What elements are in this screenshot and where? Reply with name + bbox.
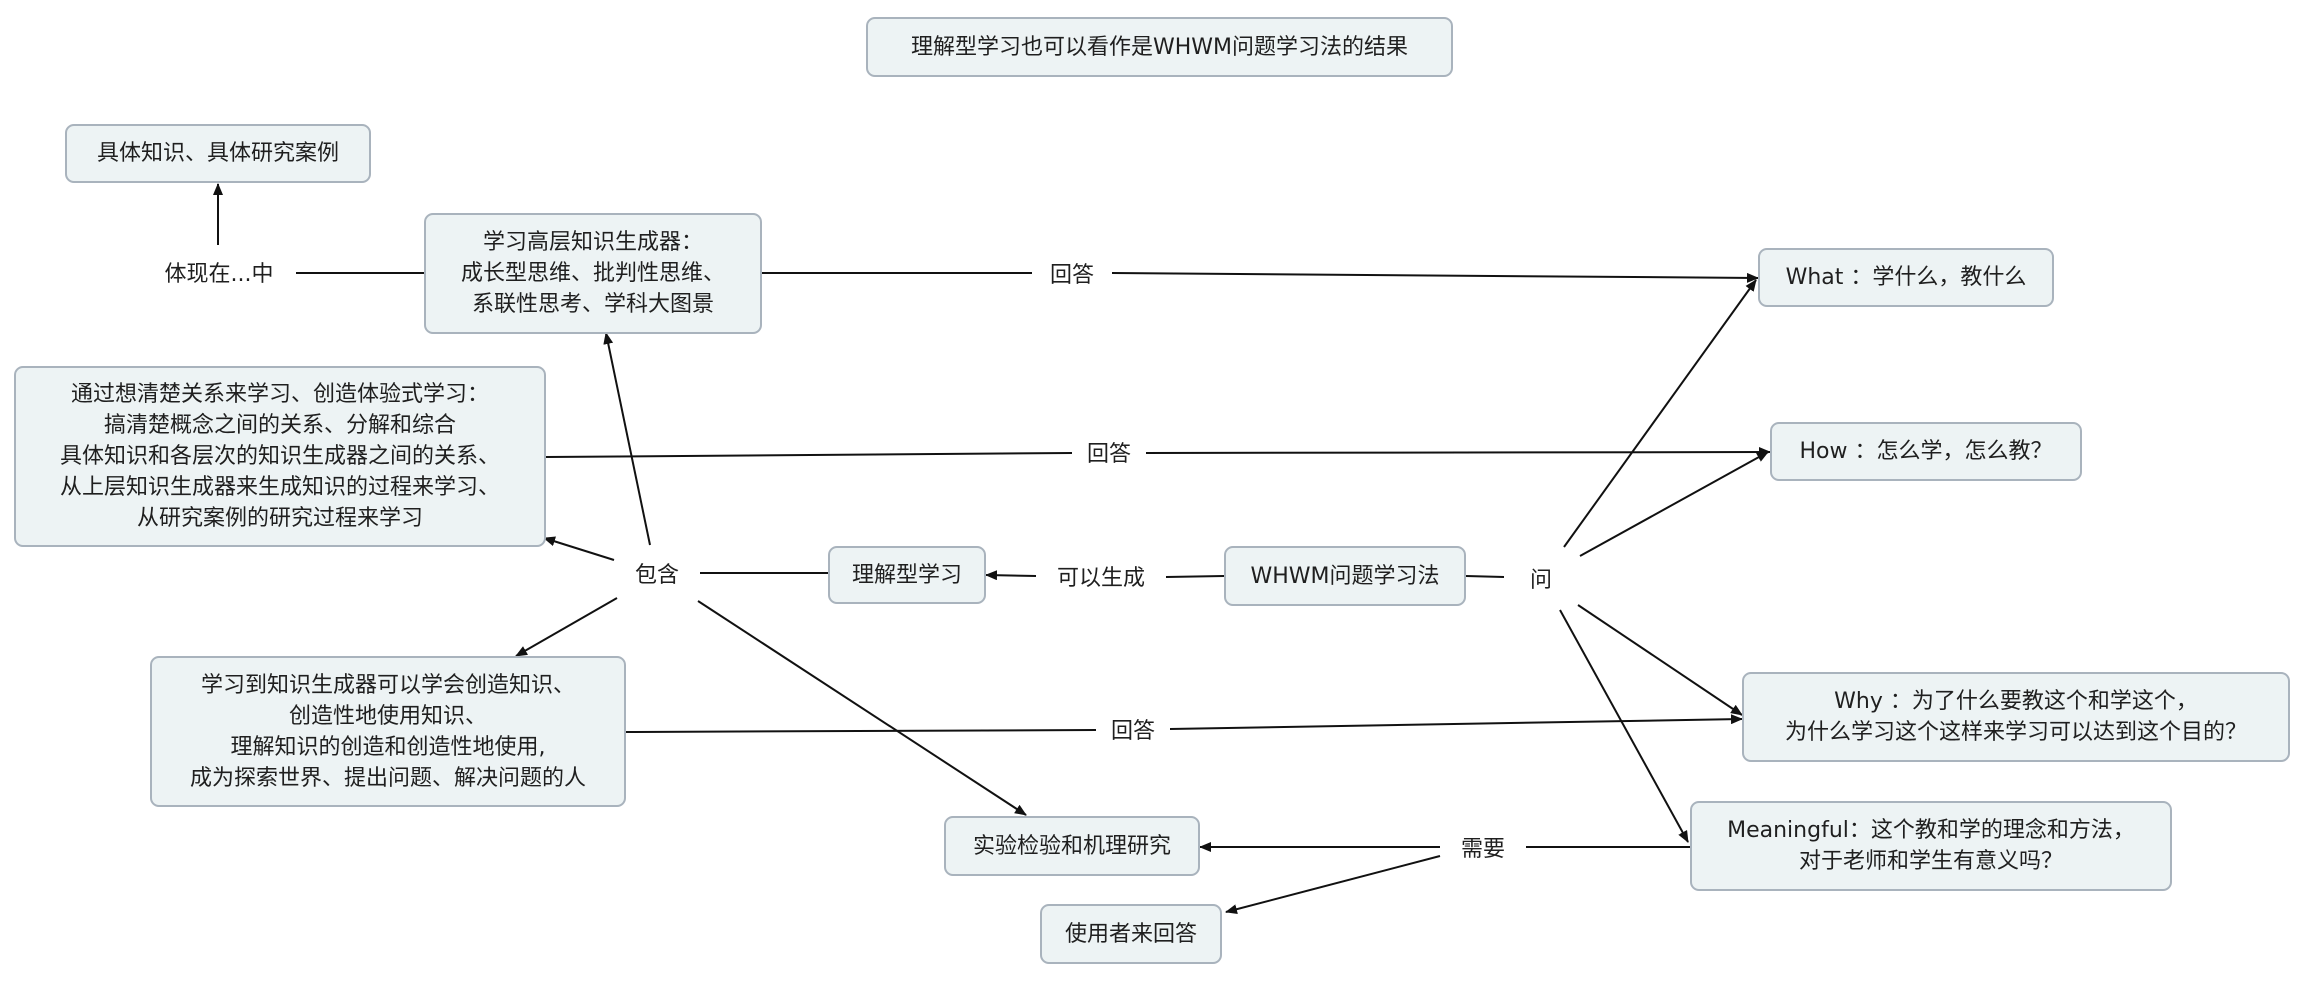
edge-answer-to-how [1145,447,1771,458]
label-answer-what: 回答 [1034,255,1110,291]
node-meaningful: Meaningful：这个教和学的理念和方法， 对于老师和学生有意义吗？ [1690,801,2172,891]
edge-ask-to-what [1563,279,1757,548]
node-concrete-knowledge: 具体知识、具体研究案例 [65,124,371,183]
node-how: How ：怎么学，怎么教？ [1770,422,2082,481]
node-create-knowledge: 学习到知识生成器可以学会创造知识、 创造性地使用知识、 理解知识的创造和创造性地… [150,656,626,807]
label-need: 需要 [1442,829,1524,865]
edge-answer-to-what [1111,272,1759,283]
edge-contains-to-relation [543,536,615,561]
label-contains: 包含 [616,553,698,593]
edge-contains-to-create [515,597,618,657]
node-what: What ：学什么，教什么 [1758,248,2054,307]
label-embodied-in: 体现在...中 [144,254,294,290]
diagram-title: 理解型学习也可以看作是WHWM问题学习法的结果 [866,17,1453,77]
edge-create-to-answer-why [625,729,1097,733]
edge-ask-to-meaningful [1559,609,1689,843]
label-can-generate: 可以生成 [1038,558,1164,594]
node-why: Why ：为了什么要教这个和学这个， 为什么学习这个这样来学习可以达到这个目的？ [1742,672,2290,762]
node-experiment: 实验检验和机理研究 [944,816,1200,876]
edge-relation-to-answer-how [545,452,1073,458]
edge-ask-to-how [1579,451,1769,557]
edge-contains-to-experiment [697,600,1027,816]
node-understanding-learning: 理解型学习 [828,546,986,604]
edge-need-to-user-answer [1225,855,1441,915]
edge-whwm-to-generate [1165,575,1225,578]
node-user-answer: 使用者来回答 [1040,904,1222,964]
label-answer-why: 回答 [1098,711,1168,747]
edge-contains-to-generator [603,332,651,546]
edge-whwm-to-ask [1465,575,1505,578]
edge-ask-to-why [1577,604,1743,716]
node-whwm-method: WHWM问题学习法 [1224,546,1466,606]
edge-answer-to-why [1169,714,1743,730]
label-ask: 问 [1506,558,1576,598]
label-answer-how: 回答 [1074,434,1144,470]
node-knowledge-generator: 学习高层知识生成器： 成长型思维、批判性思维、 系联性思考、学科大图景 [424,213,762,334]
node-relation-learning: 通过想清楚关系来学习、创造体验式学习： 搞清楚概念之间的关系、分解和综合 具体知… [14,366,546,547]
edge-generate-to-understanding [985,570,1037,581]
